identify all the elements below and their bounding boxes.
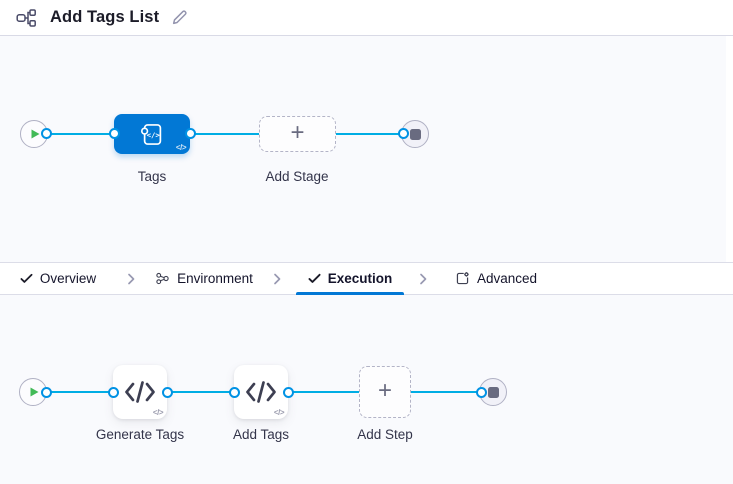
tab-label: Advanced [476, 271, 538, 286]
pipeline-icon [14, 6, 40, 30]
play-icon [29, 386, 40, 398]
advanced-icon [455, 271, 470, 286]
code-badge-icon: </> [175, 143, 187, 152]
play-icon [30, 128, 41, 140]
plus-icon: + [290, 119, 305, 146]
stage-node-tags[interactable]: </> </> [114, 114, 190, 154]
tab-environment[interactable]: Environment [146, 263, 262, 294]
connector-dot [40, 127, 52, 139]
step-label: Add Tags [232, 427, 290, 442]
tab-label: Execution [327, 271, 393, 286]
connector-dot [40, 386, 52, 398]
edge-line [288, 391, 359, 393]
chevron-right-icon [262, 263, 292, 294]
add-step-button[interactable]: + [359, 366, 411, 418]
stop-icon [409, 128, 421, 140]
add-step-label: Add Step [357, 427, 413, 442]
stage-label: Tags [137, 169, 167, 184]
tab-label: Environment [177, 271, 253, 286]
environment-icon [155, 271, 170, 286]
edge-line [46, 391, 113, 393]
stage-config-tabbar: Overview Environment Execution [0, 262, 733, 295]
edge-line [336, 133, 403, 135]
stage-canvas: </> </> + Tags Add Stage [0, 36, 733, 262]
tab-execution[interactable]: Execution [292, 263, 408, 295]
edit-pencil-icon[interactable] [169, 7, 190, 28]
page-title: Add Tags List [50, 8, 160, 26]
edge-line [190, 133, 259, 135]
add-stage-button[interactable]: + [259, 116, 336, 152]
connector-dot [108, 127, 120, 139]
edge-line [46, 133, 114, 135]
execution-canvas: </> </> + Generate Tags Add Tags Add Ste… [0, 295, 733, 484]
stop-icon [487, 386, 499, 398]
step-label: Generate Tags [95, 427, 185, 442]
connector-dot [228, 386, 240, 398]
plus-icon: + [377, 377, 392, 404]
connector-dot [397, 127, 409, 139]
connector-dot [184, 127, 196, 139]
canvas-scroll-gutter [726, 36, 733, 262]
check-icon [308, 272, 321, 285]
code-step-icon [244, 379, 278, 405]
connector-dot [161, 386, 173, 398]
connector-dot [282, 386, 294, 398]
check-icon [20, 272, 33, 285]
pipeline-header: Add Tags List [0, 0, 733, 36]
chevron-right-icon [116, 263, 146, 294]
tab-overview[interactable]: Overview [0, 263, 116, 294]
step-node-add-tags[interactable]: </> [234, 365, 288, 419]
chevron-right-icon [408, 263, 438, 294]
edge-line [411, 391, 481, 393]
tab-advanced[interactable]: Advanced [438, 263, 554, 294]
svg-text:</>: </> [146, 130, 160, 139]
custom-stage-icon: </> [139, 121, 166, 148]
add-stage-label: Add Stage [265, 169, 329, 184]
code-badge-icon: </> [152, 408, 164, 417]
active-tab-underline [296, 292, 404, 295]
connector-dot [475, 386, 487, 398]
connector-dot [107, 386, 119, 398]
edge-line [167, 391, 235, 393]
tab-label: Overview [39, 271, 97, 286]
code-step-icon [123, 379, 157, 405]
step-node-generate-tags[interactable]: </> [113, 365, 167, 419]
code-badge-icon: </> [273, 408, 285, 417]
